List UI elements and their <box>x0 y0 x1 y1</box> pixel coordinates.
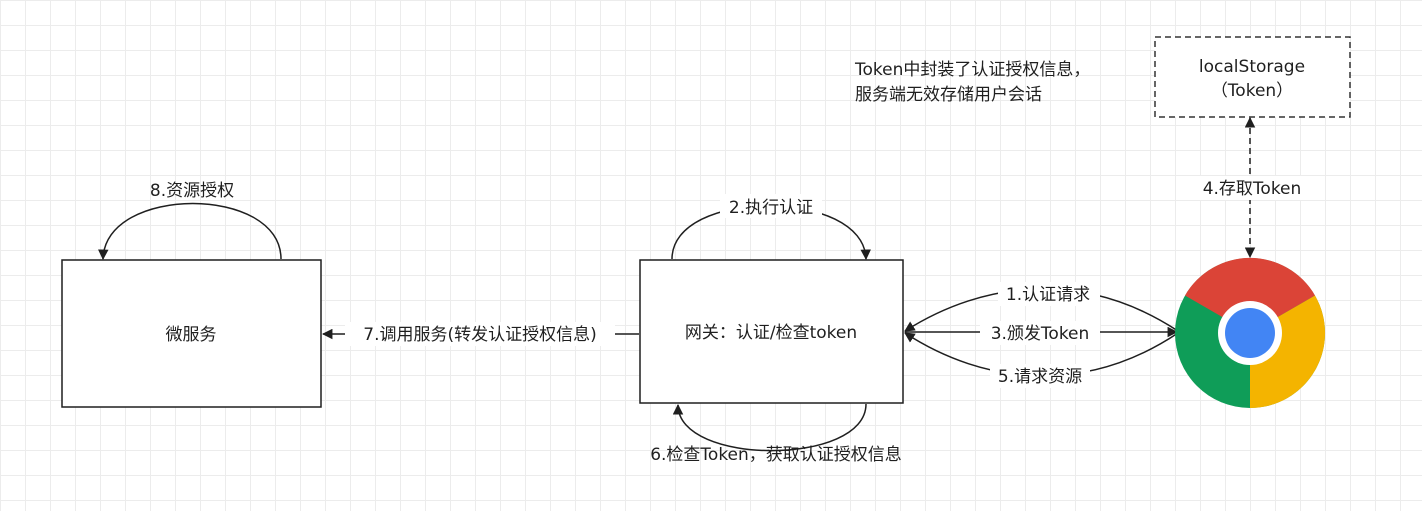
microservice-label: 微服务 <box>166 325 217 345</box>
edge-label-step8: 8.资源授权 <box>150 181 234 201</box>
localstorage-label: localStorage <box>1199 57 1305 77</box>
edge-label-step1: 1.认证请求 <box>1006 285 1090 305</box>
note-line-2: 服务端无效存储用户会话 <box>855 85 1042 105</box>
edge-label-step5: 5.请求资源 <box>998 367 1082 387</box>
edge-label-step2: 2.执行认证 <box>729 198 813 218</box>
localstorage-sublabel: （Token） <box>1211 81 1293 101</box>
edge-label-step3: 3.颁发Token <box>991 324 1090 344</box>
edge-label-step6: 6.检查Token，获取认证授权信息 <box>650 445 902 465</box>
microservice-box <box>61 259 322 408</box>
gateway-label: 网关：认证/检查token <box>685 323 857 343</box>
localstorage-box <box>1154 36 1351 118</box>
gateway-box <box>639 259 904 404</box>
edge-check-token <box>672 403 867 452</box>
edge-label-step7: 7.调用服务(转发认证授权信息) <box>363 325 596 345</box>
note-line-1: Token中封装了认证授权信息， <box>854 60 1090 80</box>
edge-resource-authorization <box>98 202 282 261</box>
chrome-icon <box>1175 257 1326 409</box>
edge-label-step4: 4.存取Token <box>1203 179 1302 199</box>
